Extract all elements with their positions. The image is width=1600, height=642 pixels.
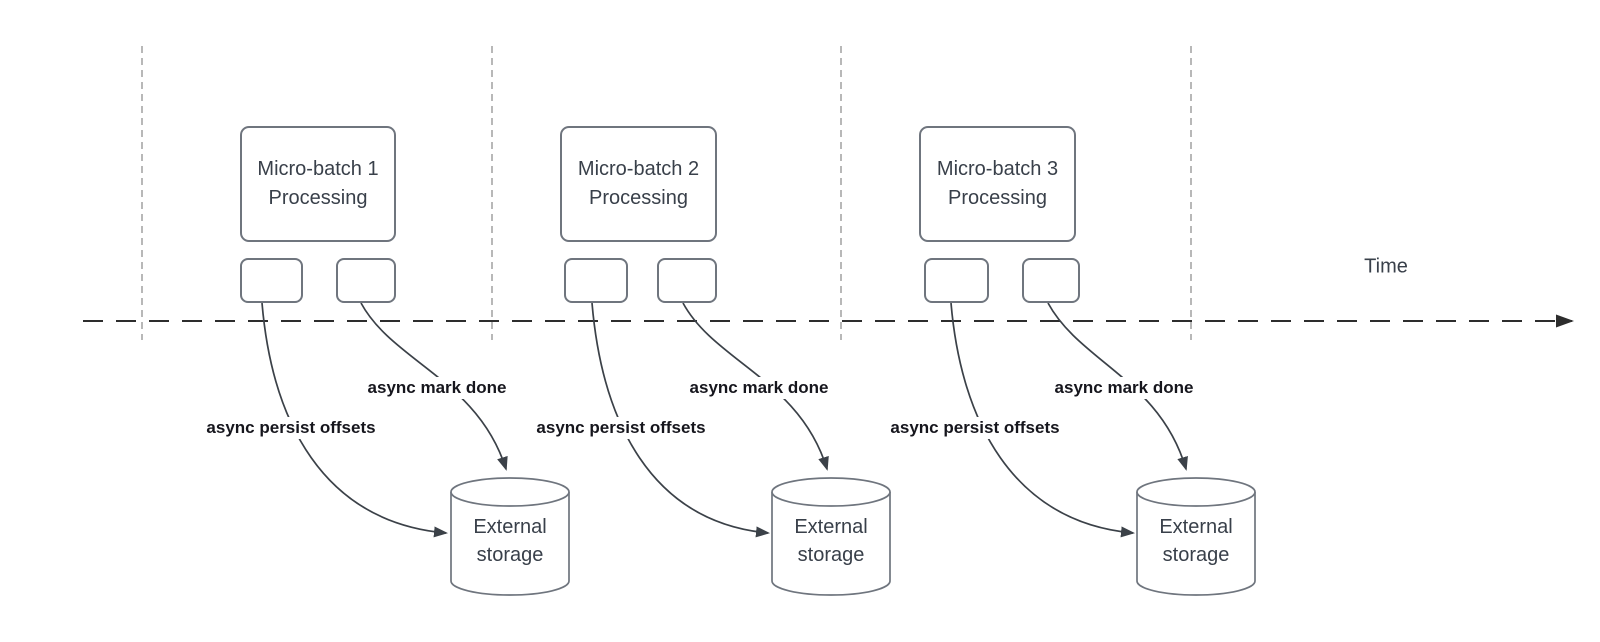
mark-done-source-box — [1022, 258, 1080, 303]
mark-done-label: async mark done — [364, 377, 510, 399]
micro-batch-2-processing-box: Micro-batch 2 Processing — [560, 126, 717, 242]
micro-batch-1-title: Micro-batch 1 Processing — [257, 158, 379, 209]
persist-offsets-label: async persist offsets — [887, 417, 1063, 439]
mark-done-source-box — [657, 258, 717, 303]
mark-done-label: async mark done — [686, 377, 832, 399]
micro-batch-3-processing-box: Micro-batch 3 Processing — [919, 126, 1076, 242]
micro-batch-3-title: Micro-batch 3 Processing — [936, 158, 1059, 209]
time-axis-label: Time — [1364, 255, 1408, 278]
mark-done-arrow — [682, 302, 829, 471]
micro-batch-2-title: Micro-batch 2 Processing — [577, 158, 700, 209]
persist-offsets-source-box — [564, 258, 628, 303]
external-storage-label: External storage — [473, 516, 547, 566]
mark-done-source-box — [336, 258, 396, 303]
persist-offsets-arrow — [261, 302, 448, 538]
external-storage-label: External storage — [794, 516, 868, 566]
persist-offsets-label: async persist offsets — [533, 417, 709, 439]
persist-offsets-arrow — [950, 302, 1135, 538]
persist-offsets-source-box — [924, 258, 989, 303]
persist-offsets-arrow — [591, 302, 770, 538]
external-storage-cylinder — [1136, 477, 1256, 596]
persist-offsets-source-box — [240, 258, 303, 303]
external-storage-cylinder — [450, 477, 570, 596]
micro-batch-1-processing-box: Micro-batch 1 Processing — [240, 126, 396, 242]
persist-offsets-label: async persist offsets — [203, 417, 379, 439]
mark-done-arrow — [360, 302, 508, 471]
external-storage-cylinder — [771, 477, 891, 596]
external-storage-label: External storage — [1159, 516, 1233, 566]
mark-done-arrow — [1047, 302, 1188, 471]
mark-done-label: async mark done — [1051, 377, 1197, 399]
